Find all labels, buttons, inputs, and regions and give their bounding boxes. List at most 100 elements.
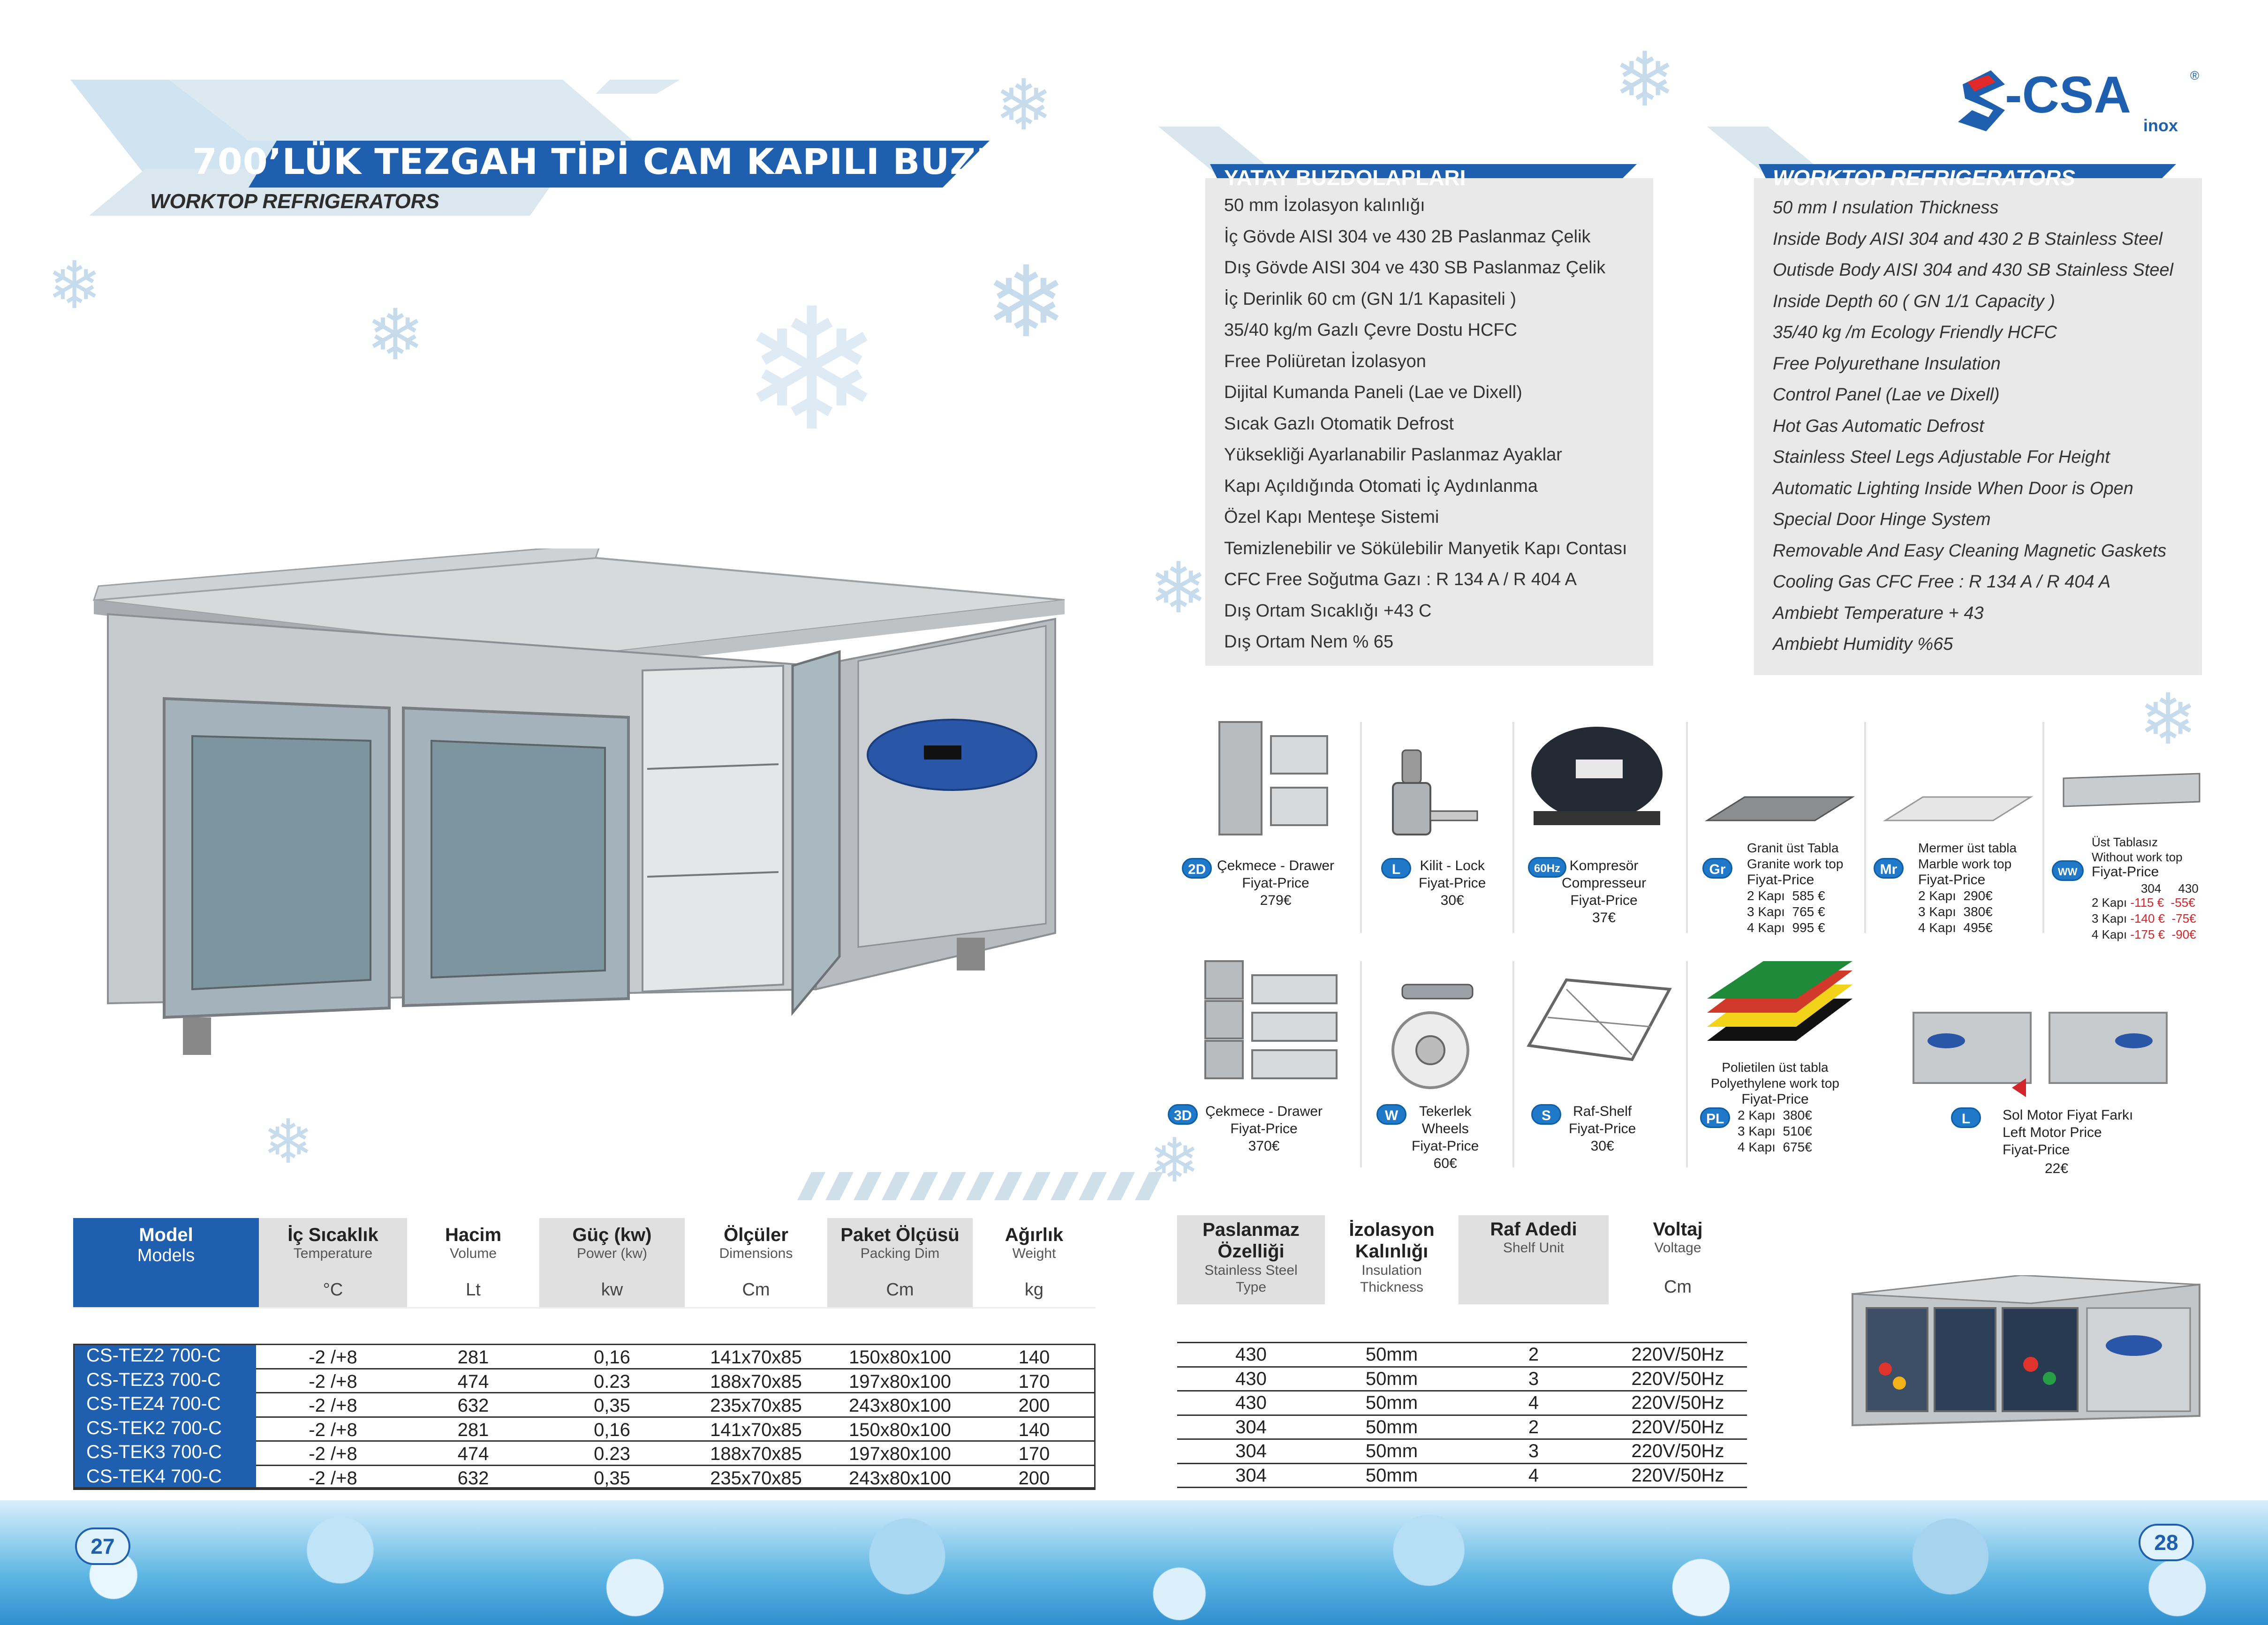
accessory-divider xyxy=(2042,722,2044,933)
table-cell: 197x80x100 xyxy=(849,1444,951,1464)
badge-ww: WW xyxy=(2052,860,2084,881)
table-cell: 430 xyxy=(1235,1392,1267,1413)
badge-l-motor: L xyxy=(1951,1107,1981,1128)
table-cell: 200 xyxy=(1018,1395,1050,1416)
price-row: 2 Kapı 290€ xyxy=(1918,888,1993,903)
table-cell: 243x80x100 xyxy=(849,1467,951,1489)
accessory-name: Polietilen üst tabla xyxy=(1722,1060,1829,1075)
wheel-image xyxy=(1391,984,1474,1089)
badge-2d: 2D xyxy=(1182,858,1212,879)
snowflake-icon: ❄ xyxy=(47,248,102,324)
accessory-granite-label: Granit üst Tabla Granite work top Fiyat-… xyxy=(1747,840,1843,936)
steel-col-insulation: İzolasyon Kalınlığı Insulation Thickness xyxy=(1349,1219,1435,1295)
table-cell: 141x70x85 xyxy=(710,1419,802,1440)
badge-w: W xyxy=(1376,1104,1406,1125)
table-cell: 3 xyxy=(1528,1368,1539,1389)
spec-tr-item: Yüksekliği Ayarlanabilir Paslanmaz Ayakl… xyxy=(1224,445,1562,465)
accessory-without-top-prices: 2 Kapı -115 € -55€ 3 Kapı -140 € -75€ 4 … xyxy=(2092,895,2196,942)
spec-tr-item: 35/40 kg/m Gazlı Çevre Dostu HCFC xyxy=(1224,320,1518,340)
models-table-frame xyxy=(73,1344,1096,1489)
price-row: 2 Kapı 380€ xyxy=(1738,1108,1812,1122)
accessory-name: Kompresör xyxy=(1569,858,1639,873)
spec-tr-item: Temizlenebilir ve Sökülebilir Manyetik K… xyxy=(1224,538,1627,558)
accessory-name-en: Marble work top xyxy=(1918,857,2012,871)
table-cell: 3 xyxy=(1528,1441,1539,1461)
table-cell: 170 xyxy=(1018,1444,1050,1464)
table-cell: 243x80x100 xyxy=(849,1395,951,1416)
accessory-price-label: Fiyat-Price xyxy=(1230,1121,1298,1136)
models-header-stripe xyxy=(259,1218,407,1307)
spec-en-item: Stainless Steel Legs Adjustable For Heig… xyxy=(1773,447,2110,467)
snowflake-icon: ❄ xyxy=(1613,36,1677,123)
table-cell: 140 xyxy=(1018,1347,1050,1368)
ice-footer xyxy=(0,1500,2268,1625)
accessory-name-en: Without work top xyxy=(2092,850,2183,864)
logo-text: -CSA xyxy=(2005,66,2131,124)
table-cell: CS-TEK4 700-C xyxy=(73,1464,256,1489)
spec-tr-item: İç Gövde AISI 304 ve 430 2B Paslanmaz Çe… xyxy=(1224,226,1591,247)
steel-col-type: Paslanmaz Özelliği Stainless Steel Type xyxy=(1202,1219,1300,1295)
table-cell: 304 xyxy=(1235,1441,1267,1461)
table-cell: 632 xyxy=(457,1467,489,1489)
accessory-divider xyxy=(1512,722,1514,933)
models-col-weight: Ağırlık Weight kg xyxy=(1005,1225,1064,1300)
table-cell: 197x80x100 xyxy=(849,1371,951,1392)
table-cell: 0.23 xyxy=(594,1444,630,1464)
table-cell: 50mm xyxy=(1365,1441,1418,1461)
price-row: 3 Kapı 380€ xyxy=(1918,904,1993,919)
table-row xyxy=(73,1344,1096,1369)
models-header-stripe xyxy=(973,1218,1096,1307)
spec-tr-item: CFC Free Soğutma Gazı : R 134 A / R 404 … xyxy=(1224,570,1577,589)
price-row: 4 Kapı 495€ xyxy=(1918,920,1993,935)
accessory-price: 37€ xyxy=(1592,910,1616,925)
snowflake-icon: ❄ xyxy=(263,1106,314,1177)
table-cell: CS-TEZ3 700-C xyxy=(73,1368,256,1392)
drawer-2d-image xyxy=(1218,721,1328,835)
models-col-dimensions: Ölçüler Dimensions Cm xyxy=(719,1225,793,1300)
left-motor-image xyxy=(1913,1012,2168,1097)
table-cell: 140 xyxy=(1018,1419,1050,1440)
table-cell: -2 /+8 xyxy=(309,1347,357,1368)
spec-en-item: Ambiebt Temperature + 43 xyxy=(1773,603,1984,623)
spec-en-panel xyxy=(1754,178,2202,675)
accessory-price-label: Fiyat-Price xyxy=(1570,893,1638,908)
table-cell: 2 xyxy=(1528,1344,1539,1365)
snowflake-icon: ❄ xyxy=(994,65,1053,146)
accessory-divider xyxy=(1360,961,1362,1167)
accessory-name: Kilit - Lock xyxy=(1420,858,1485,873)
accessory-divider xyxy=(1512,961,1514,1167)
accessory-price: 60€ xyxy=(1433,1156,1457,1171)
spec-tr-panel xyxy=(1205,178,1653,666)
accessory-price: 30€ xyxy=(1440,893,1464,908)
spec-en-item: Special Door Hinge System xyxy=(1773,510,1991,529)
lock-image xyxy=(1392,749,1478,835)
accessory-lock-label: Kilit - Lock Fiyat-Price 30€ xyxy=(1419,857,1486,909)
price-row: 2 Kapı 585 € xyxy=(1747,888,1825,903)
table-cell: 281 xyxy=(457,1419,489,1440)
table-cell: 474 xyxy=(457,1371,489,1392)
table-cell: -2 /+8 xyxy=(309,1444,357,1464)
table-cell: 50mm xyxy=(1365,1465,1418,1486)
models-header-highlight xyxy=(73,1218,259,1307)
badge-l: L xyxy=(1381,858,1411,879)
table-cell: -2 /+8 xyxy=(309,1371,357,1392)
accessory-shelf-label: Raf-Shelf Fiyat-Price 30€ xyxy=(1569,1103,1636,1155)
accessory-polyethylene-prices: 2 Kapı 380€ 3 Kapı 510€ 4 Kapı 675€ xyxy=(1738,1107,1812,1155)
models-header-stripe xyxy=(539,1218,685,1307)
spec-tr-item: Dış Gövde AISI 304 ve 430 SB Paslanmaz Ç… xyxy=(1224,258,1606,278)
table-cell: 200 xyxy=(1018,1467,1050,1489)
table-cell: 632 xyxy=(457,1395,489,1416)
spec-en-item: Outisde Body AISI 304 and 430 SB Stainle… xyxy=(1773,260,2174,280)
accessory-name-en: Wheels xyxy=(1421,1121,1469,1136)
accessory-price: 30€ xyxy=(1590,1138,1614,1154)
table-cell: 0,35 xyxy=(594,1467,630,1489)
spec-tr-item: Sıcak Gazlı Otomatik Defrost xyxy=(1224,414,1454,434)
csa-logo: -CSA inox ® xyxy=(1958,66,2199,135)
steel-col-shelf: Raf Adedi Shelf Unit xyxy=(1490,1219,1577,1256)
badge-3d: 3D xyxy=(1168,1104,1198,1125)
accessory-price-label: Fiyat-Price xyxy=(1569,1121,1636,1136)
accessory-name: Raf-Shelf xyxy=(1573,1104,1632,1119)
table-cell: 150x80x100 xyxy=(849,1347,951,1368)
accessory-divider xyxy=(1686,722,1688,933)
marble-top-image xyxy=(1882,796,2034,821)
